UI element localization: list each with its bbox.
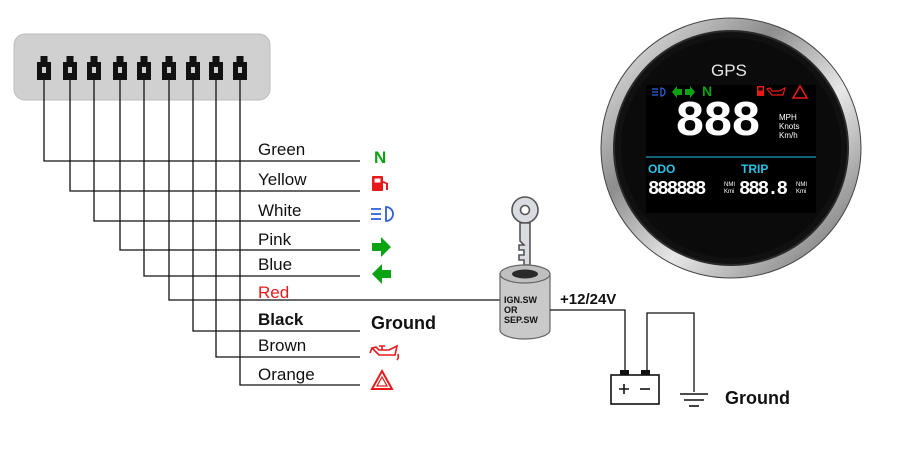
supply-wire <box>550 309 626 375</box>
connector-pin <box>113 56 127 80</box>
ignition-switch <box>499 264 551 340</box>
gauge-speed-unit-mph: MPH <box>779 113 797 122</box>
oil-can-icon <box>369 344 400 361</box>
gauge-oil-icon <box>765 86 786 96</box>
wire-label-pink: Pink <box>258 230 292 249</box>
gauge <box>600 17 862 279</box>
gauge-speed-readout: 888 <box>675 94 761 151</box>
switch-label-line2: OR <box>504 305 518 315</box>
gauge-odo-value: 888888 <box>648 178 706 200</box>
wire-blue <box>143 80 360 277</box>
gauge-trip-value: 888.8 <box>739 178 788 200</box>
gauge-odo-label: ODO <box>648 162 676 176</box>
gauge-warning-icon <box>791 84 809 99</box>
gauge-right-arrow-icon <box>685 86 695 98</box>
connector-pin <box>137 56 151 80</box>
wire-label-black: Black <box>258 310 304 329</box>
green-n-icon: N <box>374 148 387 167</box>
wire-pink <box>119 80 360 251</box>
supply-voltage-label: +12/24V <box>560 291 617 308</box>
fuel-icon <box>372 176 388 191</box>
connector-pin <box>209 56 223 80</box>
wire-white <box>93 80 360 222</box>
wire-label-blue: Blue <box>258 255 293 274</box>
wire-brown <box>215 80 360 358</box>
lcd-panel <box>646 85 816 213</box>
connector-pin <box>186 56 200 80</box>
black-ground-label: Ground <box>371 313 436 333</box>
connector-pin <box>37 56 51 80</box>
warning-triangle-icon <box>370 368 394 390</box>
gauge-odo-unit-kmi: Kmi <box>724 189 735 195</box>
gauge-fuel-icon <box>757 86 764 96</box>
gauge-speed-unit-kmh: Km/h <box>779 131 798 140</box>
gauge-speed-unit-knots: Knots <box>779 122 800 131</box>
connector-pin <box>63 56 77 80</box>
gauge-title: GPS <box>711 61 747 80</box>
connector-pin <box>162 56 176 80</box>
gauge-left-arrow-icon <box>672 86 682 98</box>
battery-ground-label: Ground <box>725 388 790 408</box>
wire-label-yellow: Yellow <box>258 170 307 189</box>
ground-icon <box>680 393 708 407</box>
wire-label-white: White <box>258 201 302 220</box>
gauge-trip-label: TRIP <box>741 162 769 176</box>
wire-label-red: Red <box>258 283 290 302</box>
key-icon <box>511 196 539 266</box>
wire-black <box>192 80 360 332</box>
gauge-odo-unit-nmi: NMI <box>724 182 735 188</box>
gauge-trip-unit-kmi: Kmi <box>796 189 807 195</box>
wire-label-brown: Brown <box>258 336 307 355</box>
switch-label-line1: IGN.SW <box>504 295 537 305</box>
connector-pin <box>233 56 247 80</box>
gauge-neutral-indicator: N <box>702 83 713 99</box>
right-arrow-icon <box>372 237 391 257</box>
wire-label-green: Green <box>258 140 306 159</box>
gauge-trip-unit-nmi: NMI <box>796 182 807 188</box>
wire-green <box>43 80 360 162</box>
switch-label-line3: SEP.SW <box>504 315 538 325</box>
wire-orange <box>239 80 360 386</box>
left-arrow-icon <box>372 264 391 284</box>
wire-lines <box>43 80 360 386</box>
gauge-high-beam-icon <box>652 87 666 97</box>
ground-wire <box>646 312 695 392</box>
wire-label-orange: Orange <box>258 365 315 384</box>
connector-pins <box>37 56 247 80</box>
connector-pin <box>87 56 101 80</box>
wire-red <box>168 80 360 301</box>
wire-yellow <box>69 80 360 192</box>
battery-icon <box>610 370 660 405</box>
high-beam-icon <box>371 206 394 222</box>
